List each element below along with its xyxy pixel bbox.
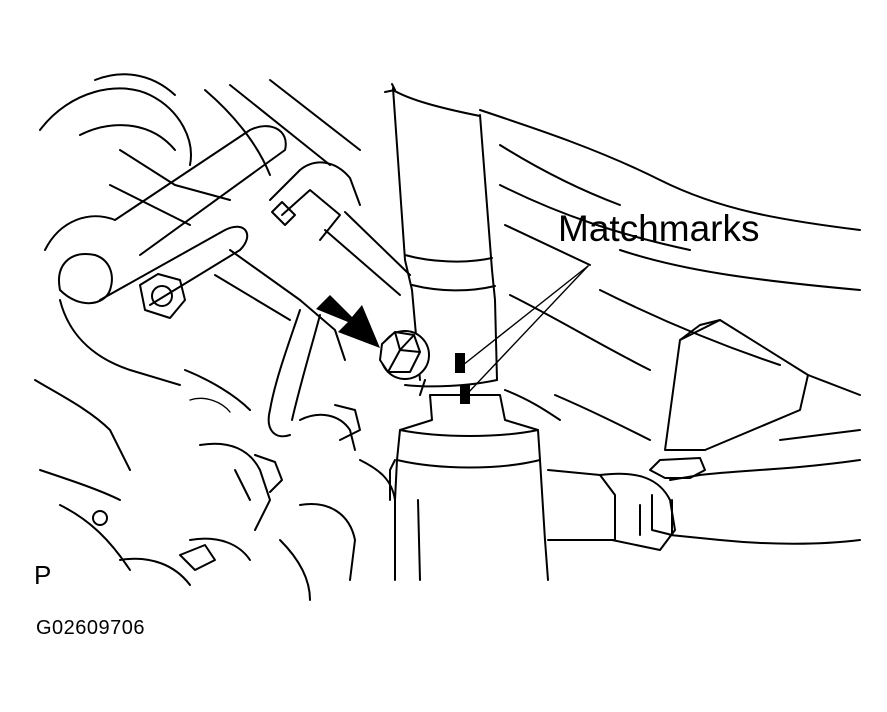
lower-mount-bolt (379, 330, 498, 396)
background-components (34, 73, 361, 586)
arrow-pointer-icon (316, 295, 380, 348)
background-panels-right (479, 109, 861, 451)
callout-leader-lines (462, 265, 589, 395)
drive-shaft (547, 457, 861, 551)
background-lower (179, 404, 396, 601)
matchmark-upper (455, 353, 465, 373)
steering-knuckle (389, 394, 549, 581)
view-code-label: P (34, 560, 52, 590)
figure-code-label: G02609706 (36, 617, 146, 639)
brake-hose (214, 161, 411, 438)
matchmarks-callout-label: Matchmarks (558, 208, 760, 249)
